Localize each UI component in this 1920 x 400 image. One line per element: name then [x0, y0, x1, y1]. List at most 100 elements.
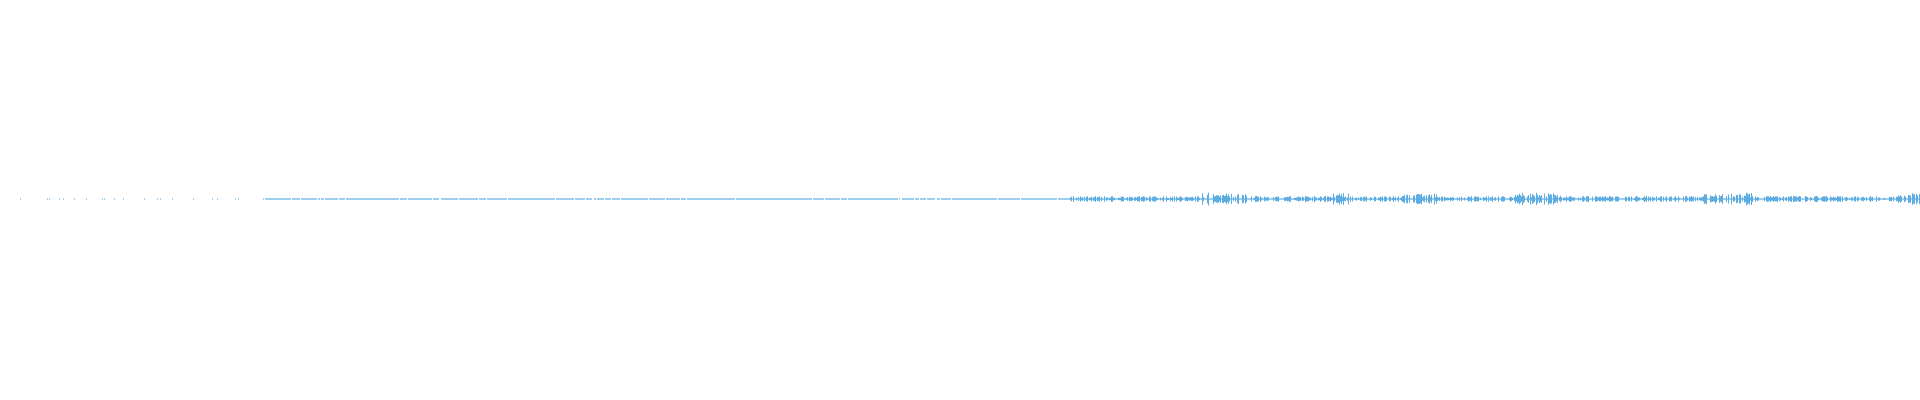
waveform-sample [1156, 197, 1157, 201]
waveform-sample [1763, 198, 1764, 200]
waveform-sample [1900, 195, 1901, 203]
waveform-sample [1301, 198, 1302, 200]
waveform-sample [1603, 196, 1604, 202]
waveform-sample [1553, 193, 1554, 205]
waveform-sample [1545, 198, 1546, 200]
waveform-sample [1662, 198, 1663, 200]
waveform-sample [774, 198, 775, 200]
waveform-sample [1360, 197, 1361, 201]
waveform-sample [1103, 198, 1104, 200]
waveform-sample [1671, 196, 1672, 202]
waveform-sample [1225, 195, 1226, 203]
waveform-sample [296, 198, 297, 200]
waveform-sample [1331, 197, 1332, 201]
waveform-sample [532, 198, 533, 200]
waveform-sample [123, 198, 124, 200]
waveform-sample [964, 198, 965, 200]
waveform-sample [754, 198, 755, 200]
waveform-sample [660, 198, 661, 200]
waveform-sample [742, 198, 743, 200]
waveform-sample [1499, 198, 1500, 200]
waveform-sample [1347, 197, 1348, 201]
waveform-sample [1062, 198, 1063, 200]
waveform-sample [1392, 197, 1393, 201]
waveform-sample [1677, 198, 1678, 200]
waveform-sample [1696, 198, 1697, 200]
waveform-sample [1888, 198, 1889, 200]
waveform-sample [411, 198, 412, 200]
waveform-sample [1526, 198, 1527, 200]
waveform-sample [716, 198, 717, 200]
waveform-sample [1479, 198, 1480, 200]
waveform-sample [1369, 198, 1370, 200]
waveform-sample [1344, 197, 1345, 201]
waveform-sample [488, 198, 489, 200]
waveform-sample [1615, 196, 1616, 202]
waveform-sample [315, 198, 316, 200]
waveform-sample [563, 198, 564, 200]
waveform-sample [1914, 194, 1915, 204]
waveform-sample [1203, 197, 1204, 201]
waveform-sample [383, 198, 384, 200]
waveform-sample [991, 198, 992, 200]
waveform-sample [1575, 198, 1576, 200]
waveform-sample [1867, 198, 1868, 200]
waveform-sample [1218, 195, 1219, 203]
waveform-sample [500, 198, 501, 200]
waveform-sample [586, 198, 587, 200]
waveform-sample [909, 198, 910, 200]
waveform-sample [854, 198, 855, 200]
waveform-sample [318, 198, 319, 200]
waveform-sample [1585, 198, 1586, 200]
waveform-sample [787, 198, 788, 200]
waveform-sample [1446, 197, 1447, 201]
waveform-sample [652, 198, 653, 200]
waveform-sample [1861, 197, 1862, 201]
waveform-sample [509, 198, 510, 200]
waveform-sample [1004, 198, 1005, 200]
waveform-sample [238, 198, 239, 200]
waveform-sample [618, 198, 619, 200]
waveform-sample [1436, 194, 1437, 204]
waveform-sample [1742, 196, 1743, 202]
waveform-sample [1037, 198, 1038, 200]
waveform-sample [1787, 198, 1788, 200]
waveform-sample [1419, 194, 1420, 204]
waveform-sample [480, 198, 481, 200]
waveform-sample [334, 198, 335, 200]
waveform-sample [1286, 197, 1287, 201]
waveform-sample [938, 198, 939, 200]
waveform-sample [492, 198, 493, 200]
waveform-sample [1175, 198, 1176, 200]
waveform-sample [1245, 194, 1246, 204]
waveform-sample [1035, 198, 1036, 200]
waveform-sample [548, 198, 549, 200]
waveform-sample [348, 198, 349, 200]
waveform-sample [1535, 198, 1536, 200]
waveform-sample [1738, 198, 1739, 200]
waveform-sample [602, 198, 603, 200]
waveform-sample [1647, 198, 1648, 200]
waveform-sample [1550, 194, 1551, 204]
waveform-sample [786, 198, 787, 200]
waveform-sample [1421, 193, 1422, 205]
waveform-sample [1403, 195, 1404, 203]
waveform-sample [907, 198, 908, 200]
waveform-sample [820, 198, 821, 200]
waveform-sample [1904, 195, 1905, 203]
waveform-sample [464, 198, 465, 200]
waveform-sample [405, 198, 406, 200]
waveform-sample [1017, 198, 1018, 200]
waveform-sample [672, 198, 673, 200]
waveform-sample [617, 198, 618, 200]
waveform-sample [1180, 196, 1181, 202]
waveform-sample [1779, 197, 1780, 201]
waveform-sample [651, 198, 652, 200]
waveform-sample [677, 198, 678, 200]
waveform-sample [1835, 197, 1836, 201]
waveform-sample [518, 198, 519, 200]
waveform-sample [1148, 198, 1149, 200]
waveform-sample [1581, 198, 1582, 200]
waveform-sample [1353, 198, 1354, 200]
